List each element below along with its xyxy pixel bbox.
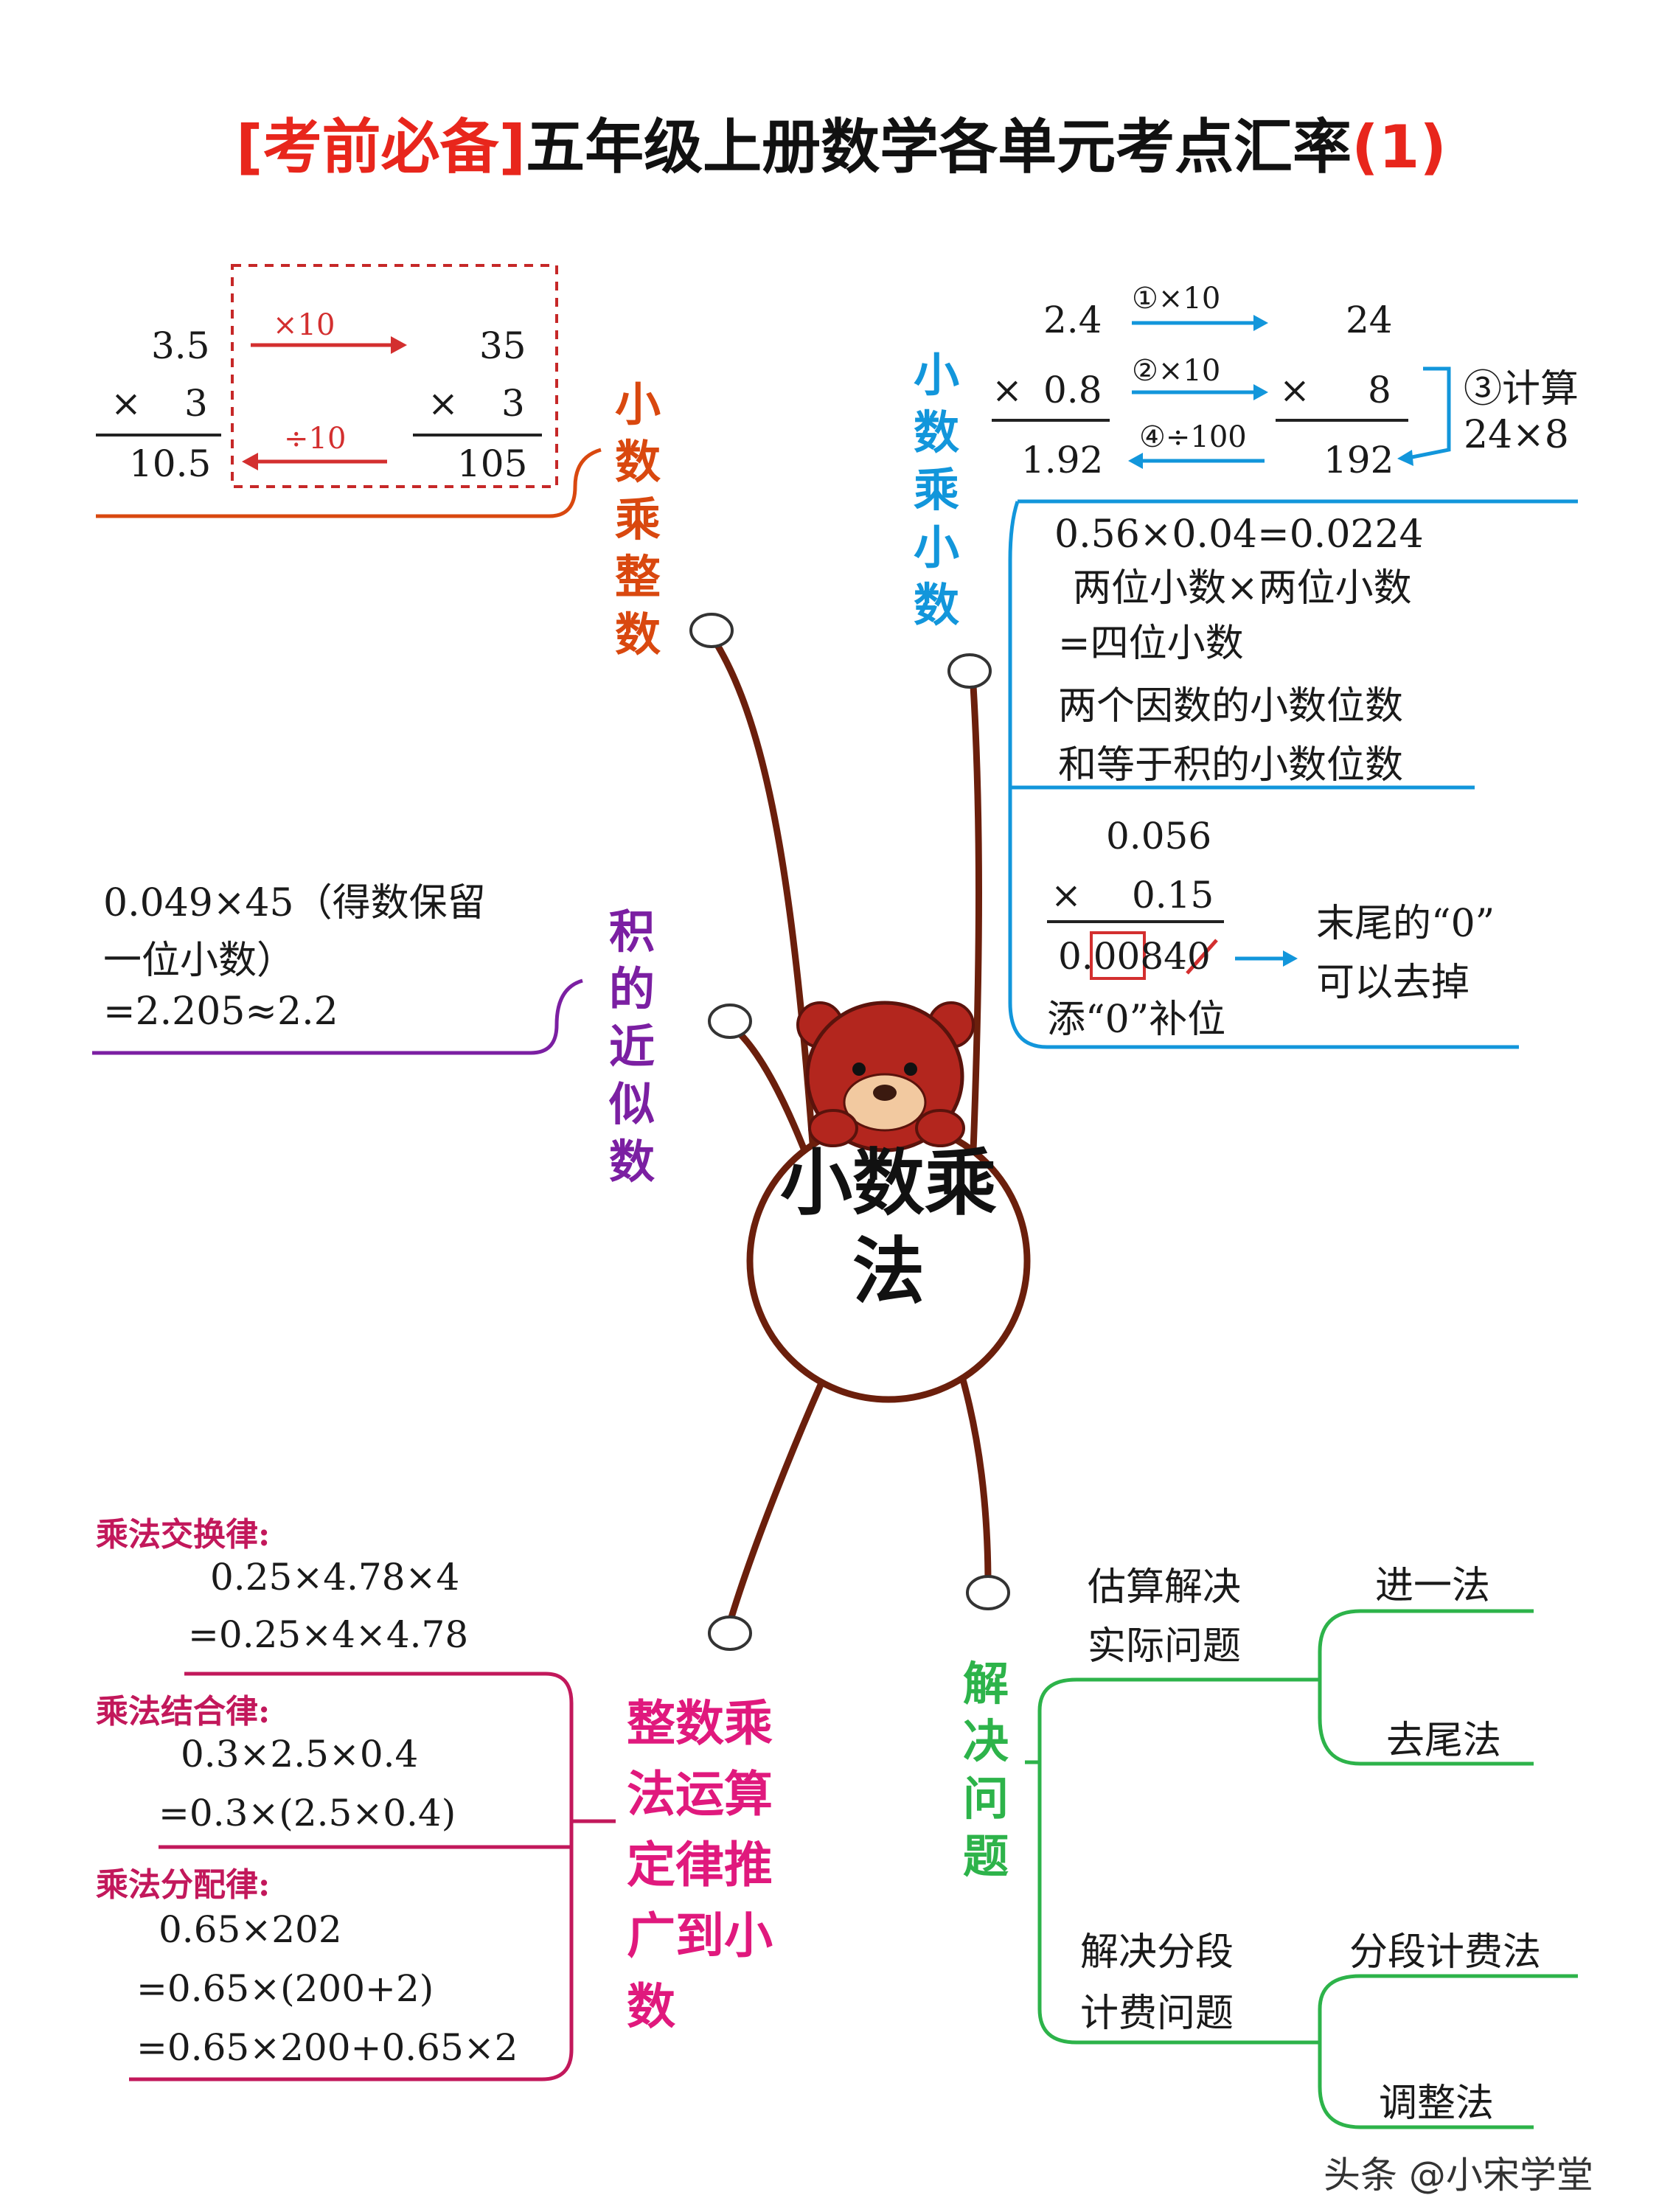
- dec-mult-rule-line-1: 0.56×0.04=0.0224: [1054, 512, 1424, 557]
- dec-mult-calc2-arrowhead: [1283, 950, 1298, 967]
- segment-fork: [1318, 1974, 1578, 2129]
- approx-label: 积的近似数: [608, 905, 655, 1189]
- int-mult-right-op: ×: [428, 382, 459, 425]
- dec-mult-calc2-note-end-a: 末尾的“0”: [1316, 902, 1495, 946]
- int-mult-arrow-top-label: ×10: [273, 308, 335, 342]
- dec-mult-left-op: ×: [992, 369, 1023, 411]
- int-mult-right-result: 105: [457, 442, 528, 485]
- segment-option-1: 分段计费法: [1349, 1930, 1542, 1975]
- dec-mult-right-top: 24: [1346, 299, 1393, 341]
- associative-law-name: 乘法结合律:: [96, 1693, 271, 1731]
- dec-mult-calc2-note-pad: 添“0”补位: [1047, 998, 1226, 1042]
- bear-icon: [796, 1001, 975, 1152]
- stem-int-mult: [712, 639, 818, 1173]
- dec-mult-calc2-result: 0.00840: [1058, 935, 1211, 978]
- estimate-option-2: 去尾法: [1386, 1719, 1502, 1763]
- commutative-line-1: 0.25×4.78×4: [210, 1556, 460, 1599]
- segment-title-b: 计费问题: [1080, 1992, 1234, 2036]
- dec-mult-step3-arrowhead: [1397, 450, 1413, 466]
- dec-mult-arrowhead4: [1128, 453, 1143, 469]
- int-mult-left-result: 10.5: [129, 442, 212, 485]
- dec-mult-arrow4-label: ④÷100: [1139, 420, 1247, 454]
- title-main: 五年级上册数学各单元考点汇率: [526, 113, 1352, 181]
- dec-mult-rule-line-2: 两位小数×两位小数: [1073, 566, 1412, 611]
- stem-problems: [955, 1363, 992, 1586]
- int-mult-left-factor: 3: [184, 382, 208, 425]
- problems-label: 解决问题: [962, 1657, 1009, 1883]
- int-mult-left-op: ×: [111, 382, 142, 425]
- dec-mult-calc2-top: 0.056: [1106, 815, 1212, 858]
- int-mult-arrowhead-bottom: [242, 453, 258, 470]
- dec-mult-calc2-op: ×: [1051, 874, 1082, 917]
- approx-underline: [92, 978, 583, 1055]
- estimate-title-b: 实际问题: [1088, 1624, 1242, 1669]
- dec-mult-branch-line: [1008, 501, 1519, 1049]
- distributive-line-1: 0.65×202: [159, 1908, 342, 1951]
- dec-mult-rule-line-5: 和等于积的小数位数: [1058, 743, 1404, 787]
- approx-line-1: 0.049×45（得数保留: [103, 881, 486, 925]
- int-mult-label: 小数乘整数: [614, 378, 661, 661]
- stem-laws: [726, 1355, 837, 1624]
- commutative-law-name: 乘法交换律:: [96, 1516, 271, 1554]
- dec-mult-arrow1-label: ①×10: [1132, 282, 1221, 316]
- dec-mult-rule-line-3: =四位小数: [1058, 622, 1244, 666]
- int-mult-left-top: 3.5: [151, 324, 210, 367]
- int-mult-right-factor: 3: [501, 382, 525, 425]
- segment-option-2: 调整法: [1379, 2081, 1495, 2126]
- estimate-fork: [1318, 1609, 1534, 1766]
- approx-line-3: =2.205≈2.2: [103, 990, 338, 1034]
- dec-mult-step3-expr: 24×8: [1464, 413, 1569, 457]
- page-title: [考前必备]五年级上册数学各单元考点汇率(1): [236, 100, 1447, 185]
- commutative-line-2: =0.25×4×4.78: [188, 1613, 469, 1656]
- int-mult-right-top: 35: [479, 324, 526, 367]
- hub-label: 小数乘法: [779, 1141, 997, 1314]
- dec-mult-calc2-note-end-b: 可以去掉: [1316, 961, 1470, 1005]
- title-number: (1): [1352, 113, 1447, 181]
- estimate-option-1: 进一法: [1375, 1564, 1491, 1608]
- distributive-line-3: =0.65×200+0.65×2: [136, 2026, 518, 2069]
- title-bracket: [考前必备]: [236, 113, 526, 181]
- laws-label: 整数乘法运算定律推广到小数: [627, 1695, 773, 2035]
- watermark: 头条 @小宋学堂: [1324, 2154, 1593, 2197]
- dec-mult-right-result: 192: [1324, 439, 1394, 481]
- laws-bracket: [129, 1672, 574, 2081]
- problems-lower-line: [1037, 1762, 1320, 2045]
- dec-mult-left-top: 2.4: [1043, 299, 1102, 341]
- distributive-law-name: 乘法分配律:: [96, 1866, 271, 1904]
- segment-title-a: 解决分段: [1080, 1930, 1234, 1975]
- associative-line-2: =0.3×(2.5×0.4): [159, 1792, 456, 1834]
- associative-line-1: 0.3×2.5×0.4: [181, 1733, 419, 1775]
- hand-icon: [689, 613, 1010, 1651]
- dec-mult-arrow2-label: ②×10: [1132, 354, 1221, 388]
- approx-line-2: 一位小数）: [103, 939, 296, 983]
- dec-mult-right-factor: 8: [1368, 369, 1391, 411]
- int-mult-arrow-bottom-label: ÷10: [284, 422, 347, 456]
- dec-mult-step3-bracket: [1411, 366, 1451, 459]
- int-mult-arrowhead-top: [391, 336, 407, 354]
- int-mult-underline: [96, 448, 602, 518]
- dec-mult-step3-title: ③计算: [1464, 367, 1579, 411]
- stem-dec-mult: [970, 685, 982, 1151]
- dec-mult-label: 小数乘小数: [913, 348, 959, 632]
- distributive-line-2: =0.65×(200+2): [136, 1967, 434, 2010]
- dec-mult-arrowhead1: [1253, 315, 1268, 331]
- int-mult-dashed-box: [231, 264, 558, 488]
- dec-mult-right-op: ×: [1279, 369, 1310, 411]
- strike-zero-mark: [1186, 939, 1218, 975]
- problems-main-line: [1037, 1677, 1320, 1762]
- estimate-title-a: 估算解决: [1088, 1565, 1242, 1610]
- dec-mult-left-factor: 0.8: [1043, 369, 1102, 411]
- dec-mult-calc2-factor: 0.15: [1132, 874, 1214, 917]
- dec-mult-left-result: 1.92: [1021, 439, 1104, 481]
- dec-mult-rule-line-4: 两个因数的小数位数: [1058, 684, 1404, 728]
- pad-zero-box: [1090, 931, 1146, 980]
- dec-mult-arrowhead2: [1253, 384, 1268, 400]
